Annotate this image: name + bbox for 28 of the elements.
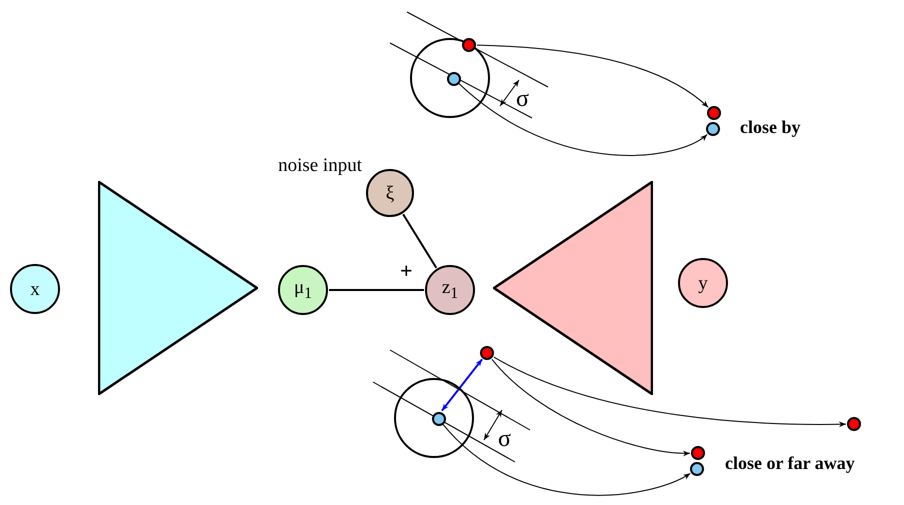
connector-line [402, 214, 438, 268]
sample-point [480, 346, 494, 360]
annotation-text: close by [740, 117, 800, 138]
variable-label: μ$_{1}$ [294, 278, 312, 302]
sample-point [847, 417, 861, 431]
connector-arrow [442, 422, 691, 496]
sample-point [690, 462, 704, 476]
radius-circle [394, 378, 474, 458]
connector-arrow [493, 356, 846, 428]
connector-line [329, 289, 424, 291]
sample-point [432, 412, 446, 426]
sample-point [447, 72, 461, 86]
variable-label: x [30, 280, 40, 298]
variable-label: z$_{1}$ [442, 278, 458, 302]
variable-label: y [698, 274, 708, 292]
node-caption: noise input [278, 155, 362, 177]
annotation-text: + [400, 258, 413, 284]
connector-arrow [476, 44, 709, 108]
annotation-text: close or far away [725, 453, 855, 474]
sample-point [707, 106, 721, 120]
sigma-symbol: σ [516, 86, 529, 113]
variable-label: ξ [386, 184, 394, 202]
connector-arrow [457, 82, 708, 156]
sample-point [691, 446, 705, 460]
connector-arrow [441, 358, 483, 412]
connector-arrow [491, 358, 690, 456]
sample-point [706, 122, 720, 136]
sigma-symbol: σ [498, 426, 511, 453]
